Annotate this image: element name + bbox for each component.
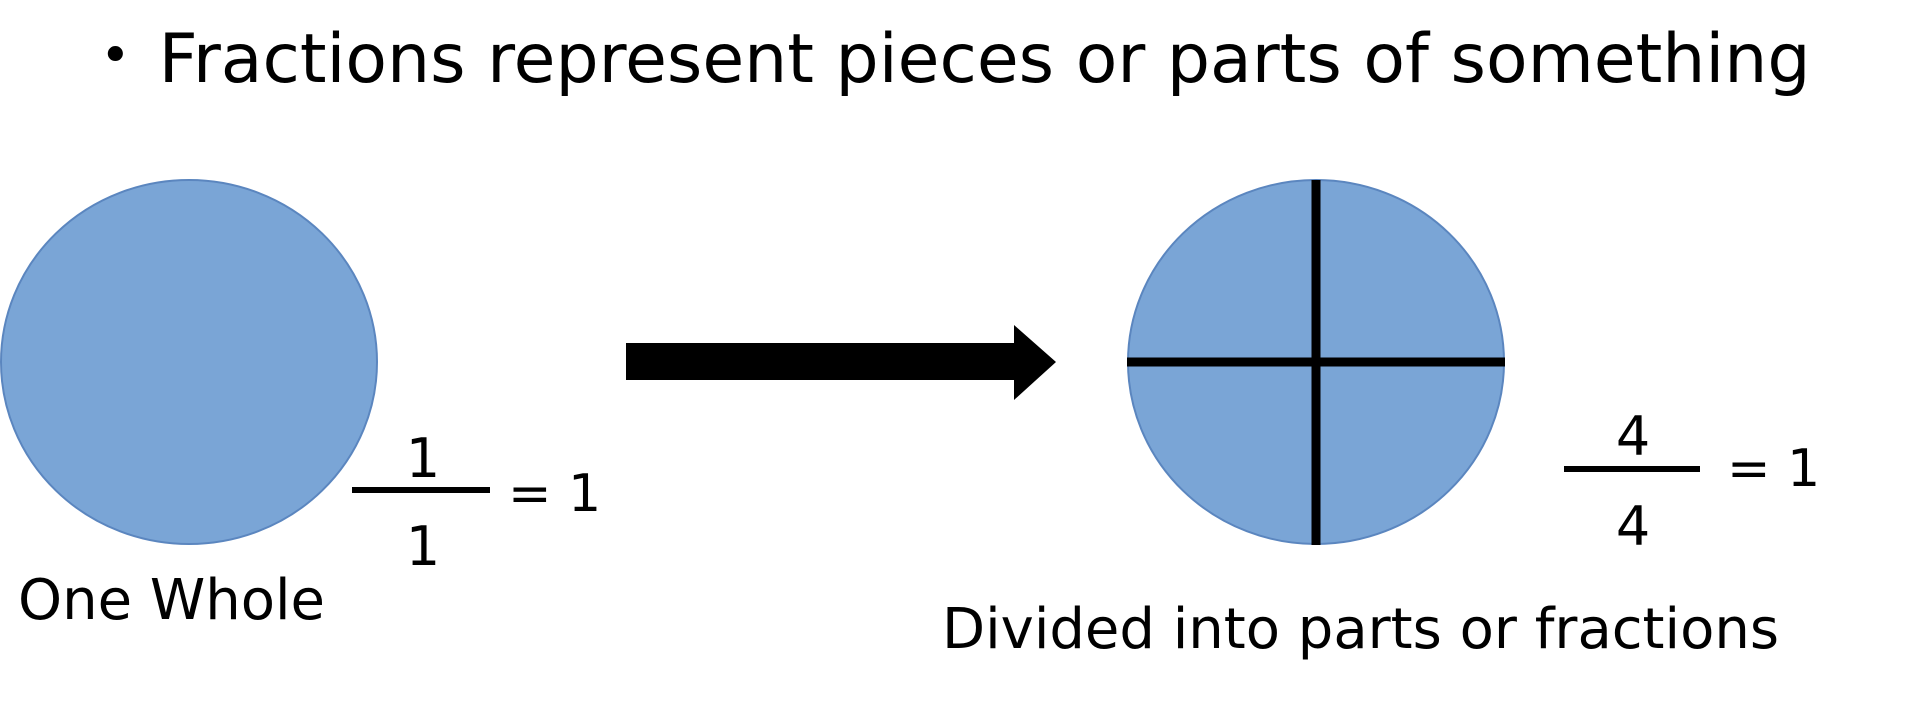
right-arrow-icon (626, 325, 1056, 400)
divided-fraction-denominator: 4 (1615, 495, 1651, 558)
whole-caption: One Whole (18, 568, 325, 633)
divided-fraction-equals: = 1 (1727, 439, 1821, 499)
whole-circle (0, 179, 378, 545)
whole-fraction-equals: = 1 (508, 464, 602, 524)
whole-fraction-denominator: 1 (405, 515, 441, 578)
whole-fraction-numerator: 1 (405, 427, 441, 490)
slide-heading: • Fractions represent pieces or parts of… (100, 10, 1811, 110)
divided-circle-group (1127, 179, 1505, 545)
divided-caption: Divided into parts or fractions (942, 597, 1779, 662)
heading-text: Fractions represent pieces or parts of s… (158, 20, 1811, 99)
divided-fraction-numerator: 4 (1615, 405, 1651, 468)
bullet-icon: • (100, 26, 131, 86)
